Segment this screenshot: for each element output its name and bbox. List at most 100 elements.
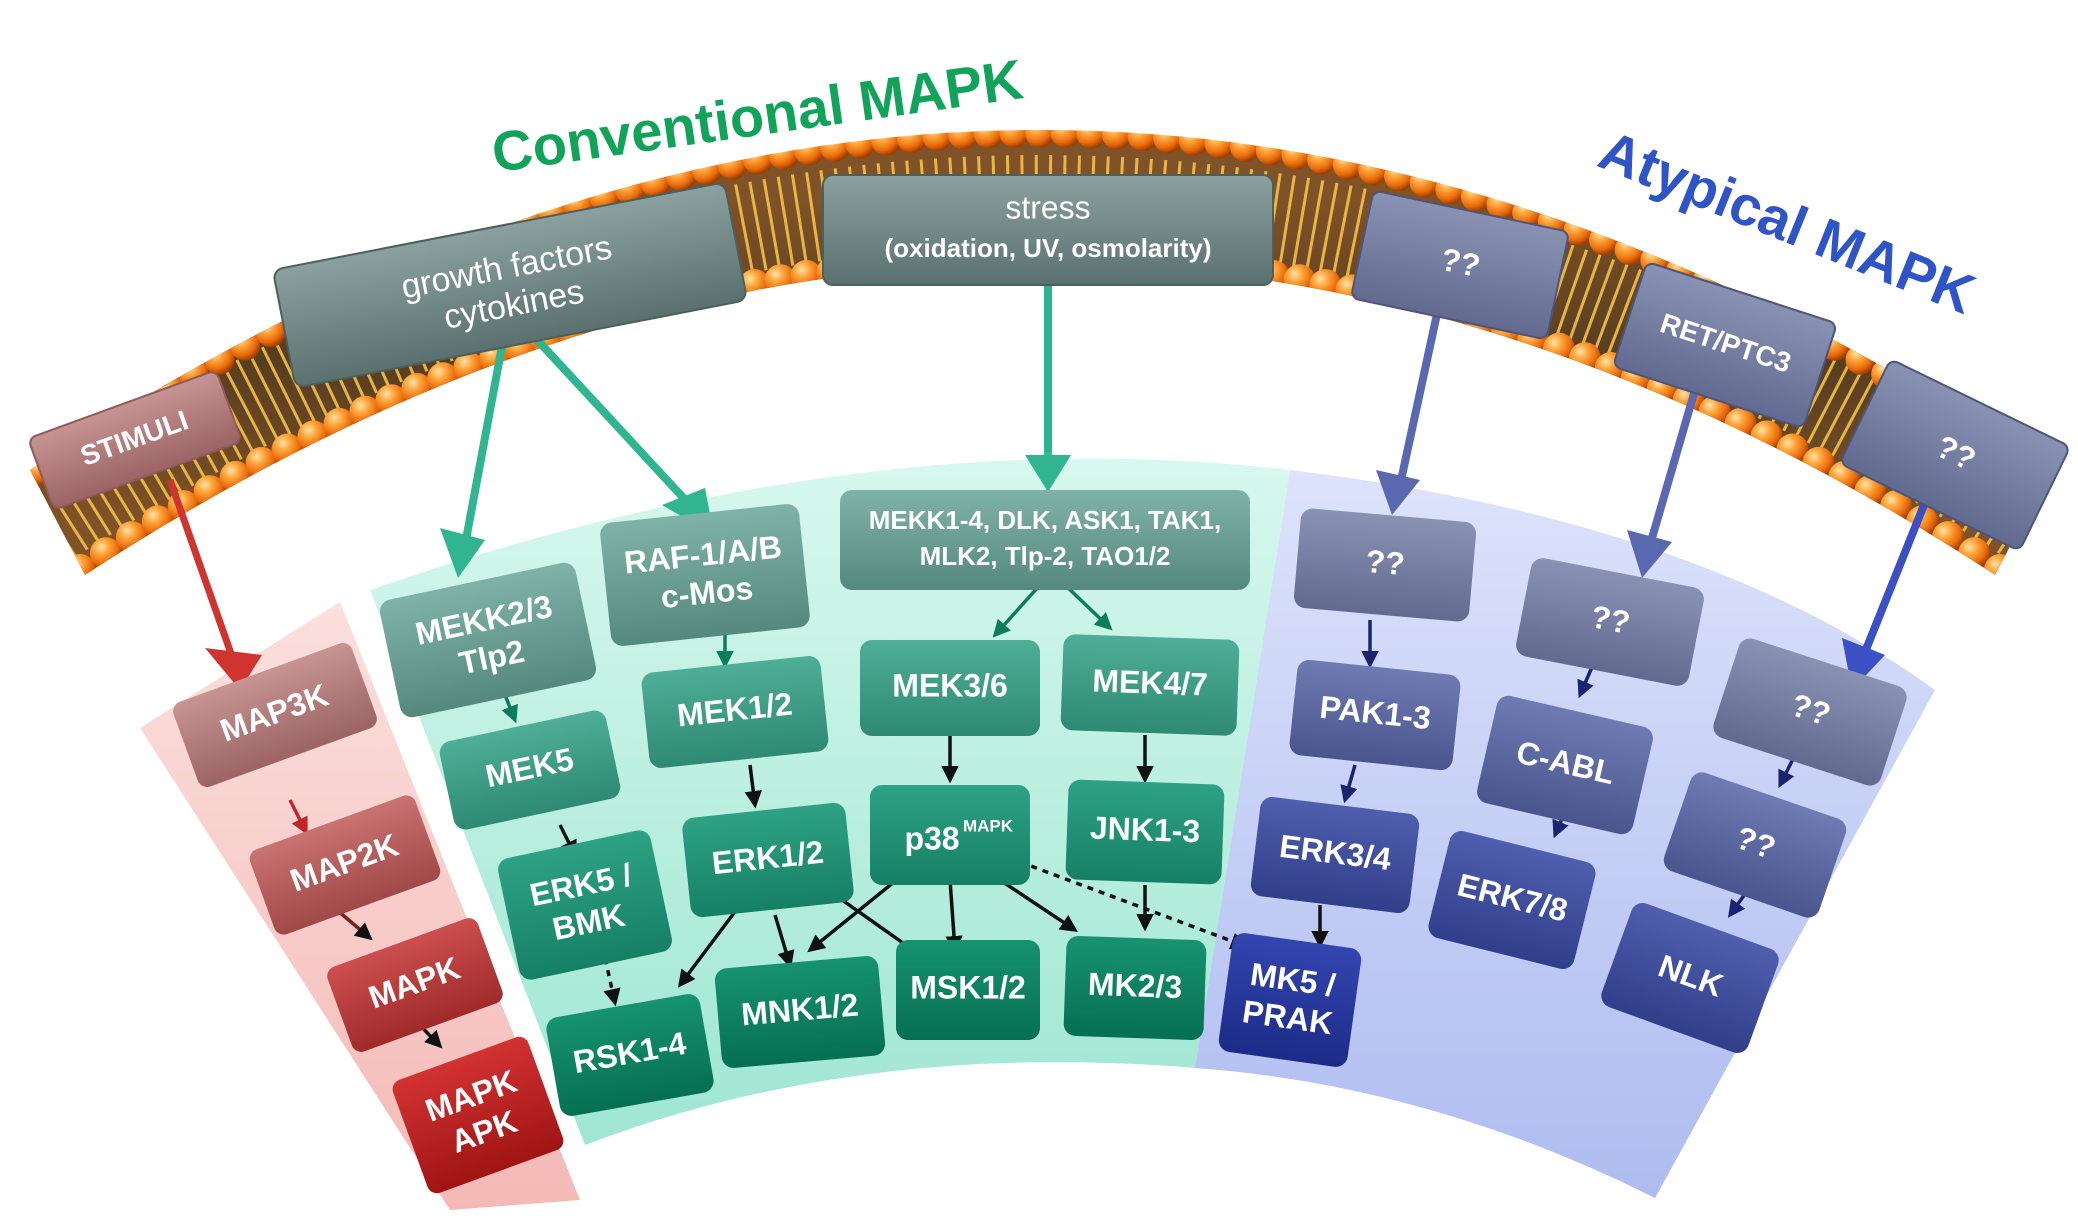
atypical-stimulus-1-label: ?? [1438,241,1484,284]
lipid-head [1160,62,1190,92]
p38-label: p38 [904,820,959,856]
lipid-head [1569,188,1600,219]
lipid-head [1230,131,1261,162]
lipid-head [1025,130,1055,148]
lipid-head [1241,72,1271,102]
lipid-head [1614,234,1645,265]
lipid-head [1914,340,1945,371]
lipid-head [1621,209,1652,240]
lipid-head [1647,220,1678,251]
lipid-head [1375,99,1405,129]
atypical-col3-mid-box: ?? [1663,772,1847,918]
lipid-head [1465,153,1496,183]
mek47-label: MEK4/7 [1092,662,1209,702]
mapk-box: MAPK [327,918,503,1052]
lipid-head [1750,269,1781,300]
lipid-head [1673,232,1703,263]
msk-box: MSK1/2 [896,940,1040,1040]
lipid-head [169,341,200,372]
atypical-stimulus-1-box: ?? [1351,190,1569,340]
mek36-label: MEK3/6 [892,667,1008,703]
lipid-head [1284,130,1315,139]
lipid-head [1076,130,1107,149]
lipid-head [973,130,1004,149]
stress-detail-label: (oxidation, UV, osmolarity) [885,233,1212,263]
lipid-head [1310,130,1341,144]
atypical-col2-top-label: ?? [1588,598,1633,641]
lipid-head [143,357,174,388]
lipid-head [1052,55,1082,85]
lipid-head [1255,135,1286,166]
lipid-head [351,219,382,249]
lipid-head [1536,149,1567,180]
lipid-head [1206,97,1236,127]
lipid-head [1268,76,1298,106]
mek5-box: MEK5 [439,710,621,830]
growth-factors-box: growth factors cytokines [273,182,747,388]
lipid-head [1542,332,1575,365]
lipid-head [432,182,463,212]
jnk-box: JNK1-3 [1065,779,1225,885]
lipid-head [1510,140,1540,170]
lipid-head [1133,59,1163,89]
lipid-head [1258,130,1289,135]
cabl-box: C-ABL [1477,695,1653,835]
lipid-head [230,330,261,361]
lipid-head [189,307,220,338]
map2k-box: MAP2K [249,795,441,935]
lipid-head [1456,130,1487,153]
conventional-cascade-panel [370,458,1290,1145]
lipid-head [108,358,139,389]
lipid-head [666,161,696,191]
lipid-head [1294,81,1324,111]
lipid-head [1724,256,1755,287]
atypical-col2-top-box: ?? [1516,558,1704,686]
lipid-head [1460,181,1491,212]
lipid-head [204,344,235,375]
lipid-head [1155,91,1185,121]
msk-label: MSK1/2 [910,969,1026,1005]
lipid-head [1321,87,1351,117]
lipid-head [1491,161,1522,192]
lipid-head [896,130,927,153]
mekk-family-box: MEKK1-4, DLK, ASK1, TAK1, MLK2, Tlp-2, T… [840,490,1250,590]
lipid-head [195,326,226,357]
lipid-head [717,149,748,180]
lipid-head [1860,307,1891,338]
stimulus-arrows [166,270,1934,690]
erk12-box: ERK1/2 [682,802,854,918]
lipid-head [691,155,722,185]
lipid-head [1409,167,1440,198]
lipid-head [1402,130,1433,137]
lipid-head [1429,130,1460,144]
lipid-head [480,188,511,219]
lipid-head [81,376,112,407]
ret-ptc3-box: RET/PTC3 [1613,262,1837,428]
lipid-head [1362,130,1392,155]
mek12-box: MEK1/2 [641,656,829,768]
lipid-head [999,130,1030,148]
lipid-head [1568,342,1601,375]
lipid-head [1833,291,1864,322]
lipid-head [506,179,537,210]
erk5-box: ERK5 / BMK [498,830,672,980]
lipid-head [459,170,490,201]
atypical-stimulus-3-box: ?? [1841,360,2069,550]
lipid-head [1563,159,1594,190]
stimuli-box: STIMULI [29,371,241,509]
lipid-head [135,340,166,371]
lipid-head [243,275,274,306]
lipid-head [1025,85,1055,115]
atypical-col3-top-box: ?? [1713,638,1907,786]
lipid-head [1214,68,1244,98]
lipid-head [1103,87,1133,117]
lipid-head [948,130,979,150]
lipid-head [162,323,193,354]
p38-superscript: MAPK [963,816,1014,835]
nlk-box: NLK [1601,903,1779,1053]
lipid-head [1127,130,1158,152]
raf-box: RAF-1/A/B c-Mos [600,504,810,646]
pak-box: PAK1-3 [1289,659,1461,771]
lipid-head [378,206,409,237]
